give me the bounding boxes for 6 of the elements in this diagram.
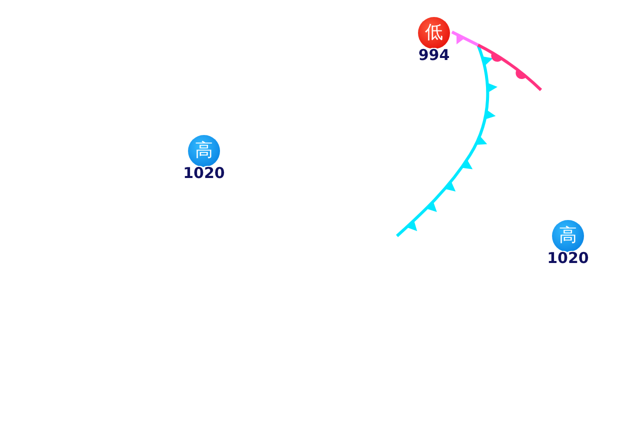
pressure-value: 994 [418, 47, 450, 63]
pressure-value: 1020 [547, 250, 589, 266]
high-pressure-marker: 高 [552, 220, 584, 252]
low-pressure-marker: 低 [418, 17, 450, 49]
high-pressure-marker: 高 [188, 135, 220, 167]
pressure-value: 1020 [183, 165, 225, 181]
